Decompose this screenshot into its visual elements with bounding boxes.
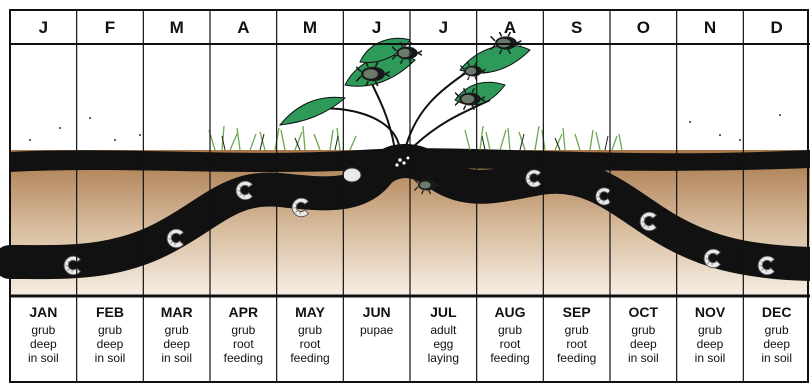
- life-stage-text: deep: [163, 337, 190, 351]
- pupa-icon: [343, 168, 361, 182]
- life-stage-text: deep: [630, 337, 657, 351]
- life-stage-text: root: [566, 337, 587, 351]
- life-stage-text: grub: [31, 323, 55, 337]
- month-letter: M: [170, 18, 184, 37]
- month-abbr: APR: [229, 304, 259, 320]
- life-stage-text: grub: [98, 323, 122, 337]
- month-abbr: DEC: [762, 304, 792, 320]
- life-stage-text: egg: [433, 337, 453, 351]
- month-letter: N: [704, 18, 716, 37]
- life-stage-text: deep: [30, 337, 57, 351]
- life-stage-text: deep: [763, 337, 790, 351]
- month-abbr: JAN: [29, 304, 57, 320]
- month-abbr: NOV: [695, 304, 726, 320]
- month-letter: J: [372, 18, 381, 37]
- life-stage-text: root: [500, 337, 521, 351]
- month-letter: S: [571, 18, 582, 37]
- month-abbr: MAY: [295, 304, 325, 320]
- month-abbr: OCT: [629, 304, 659, 320]
- life-stage-text: laying: [428, 351, 459, 365]
- life-stage-text: grub: [231, 323, 255, 337]
- life-stage-text: in soil: [95, 351, 126, 365]
- month-letter: M: [303, 18, 317, 37]
- month-abbr: JUN: [363, 304, 391, 320]
- life-stage-text: grub: [565, 323, 589, 337]
- life-stage-text: root: [233, 337, 254, 351]
- life-stage-text: grub: [631, 323, 655, 337]
- month-letter: J: [439, 18, 448, 37]
- month-abbr: JUL: [430, 304, 457, 320]
- life-stage-text: pupae: [360, 323, 394, 337]
- life-stage-text: in soil: [761, 351, 792, 365]
- month-letter: F: [105, 18, 115, 37]
- life-stage-text: grub: [165, 323, 189, 337]
- month-letter: A: [237, 18, 249, 37]
- month-abbr: MAR: [161, 304, 193, 320]
- life-stage-text: grub: [698, 323, 722, 337]
- life-stage-text: deep: [697, 337, 724, 351]
- month-letter: D: [771, 18, 783, 37]
- life-stage-text: in soil: [628, 351, 659, 365]
- month-abbr: SEP: [563, 304, 591, 320]
- life-stage-text: grub: [498, 323, 522, 337]
- life-stage-text: adult: [430, 323, 457, 337]
- life-stage-text: deep: [97, 337, 124, 351]
- life-stage-text: in soil: [28, 351, 59, 365]
- month-letter: A: [504, 18, 516, 37]
- month-abbr: FEB: [96, 304, 124, 320]
- life-stage-text: root: [300, 337, 321, 351]
- life-stage-text: grub: [298, 323, 322, 337]
- life-stage-text: feeding: [557, 351, 596, 365]
- life-stage-text: grub: [765, 323, 789, 337]
- month-letter: J: [39, 18, 48, 37]
- life-stage-text: feeding: [224, 351, 263, 365]
- life-stage-text: feeding: [290, 351, 329, 365]
- month-abbr: AUG: [494, 304, 525, 320]
- life-stage-text: in soil: [695, 351, 726, 365]
- month-letter: O: [637, 18, 650, 37]
- life-stage-text: in soil: [161, 351, 192, 365]
- life-stage-text: feeding: [490, 351, 529, 365]
